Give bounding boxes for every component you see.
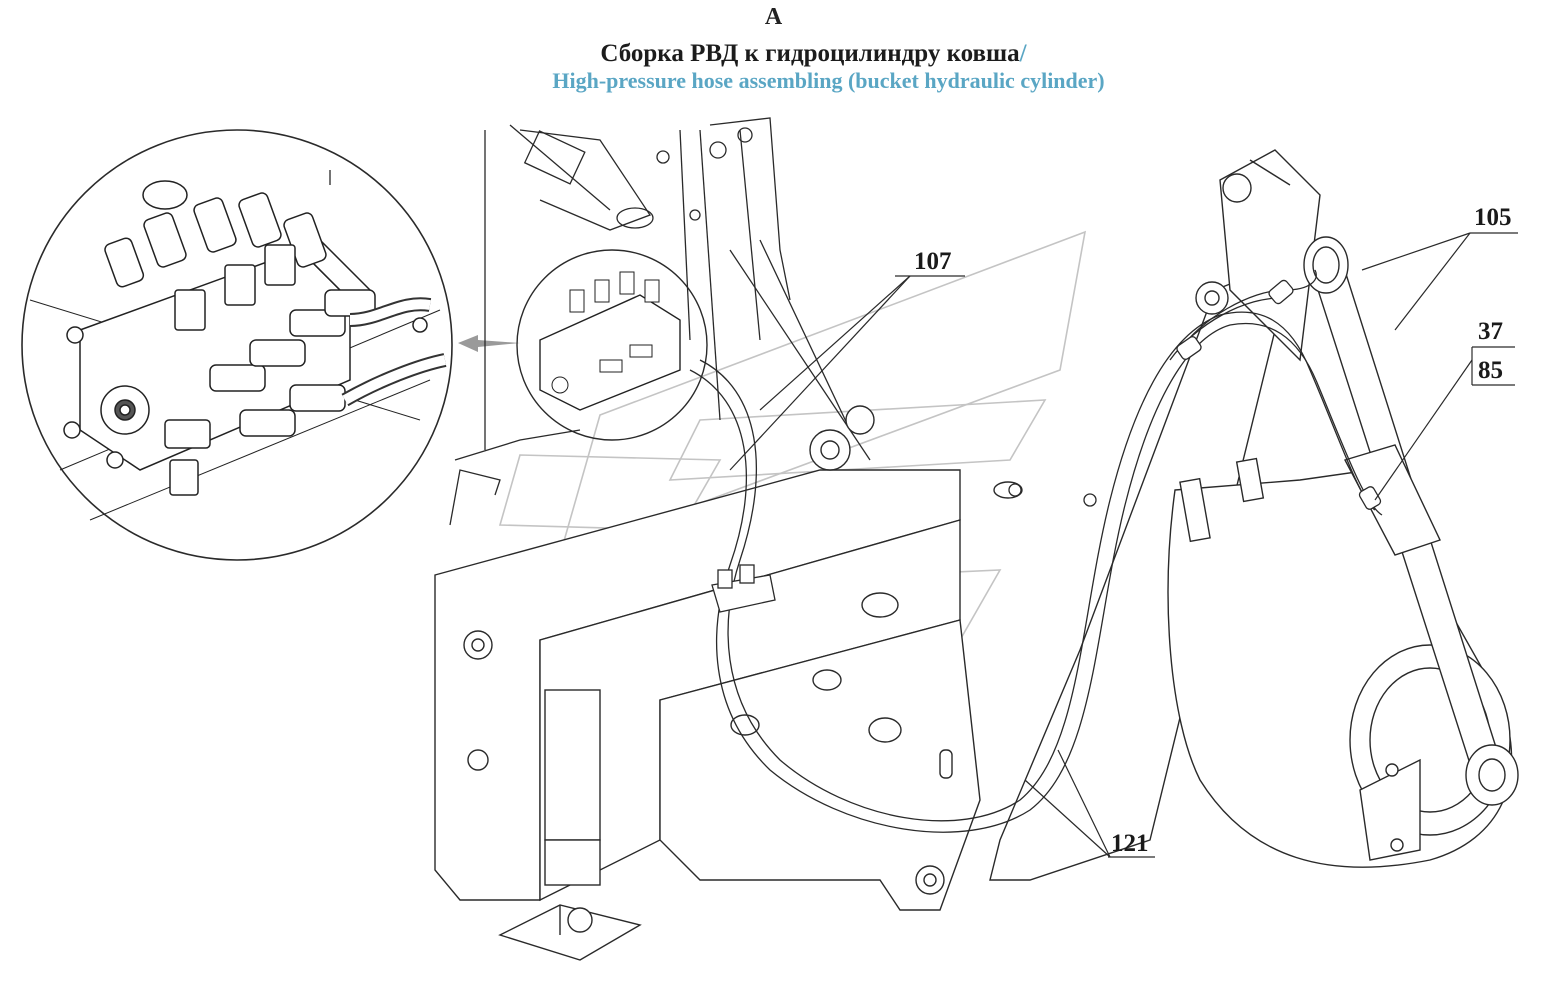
- callout-121: 121: [1111, 830, 1149, 857]
- callout-85: 85: [1478, 357, 1503, 384]
- detail-valve-block: [29, 180, 447, 521]
- title-separator: /: [1019, 40, 1027, 67]
- title-russian-text: Сборка РВД к гидроцилиндру ковша: [600, 40, 1020, 67]
- carriage-frame: [434, 405, 1023, 961]
- high-pressure-hoses: [689, 269, 1383, 833]
- title-english: High-pressure hose assembling (bucket hy…: [552, 68, 1105, 93]
- callout-37: 37: [1478, 318, 1503, 345]
- detail-pointer-arrow: [458, 335, 520, 352]
- leader-lines: [729, 232, 1518, 858]
- title-russian: Сборка РВД к гидроцилиндру ковша/: [40, 40, 1547, 68]
- cab-frame: [329, 117, 871, 526]
- callout-107: 107: [914, 248, 952, 275]
- callout-105: 105: [1474, 204, 1512, 231]
- detail-origin-circle: [516, 249, 708, 441]
- bucket-hydraulic-cylinder: [1303, 236, 1519, 806]
- view-letter: A: [764, 4, 783, 30]
